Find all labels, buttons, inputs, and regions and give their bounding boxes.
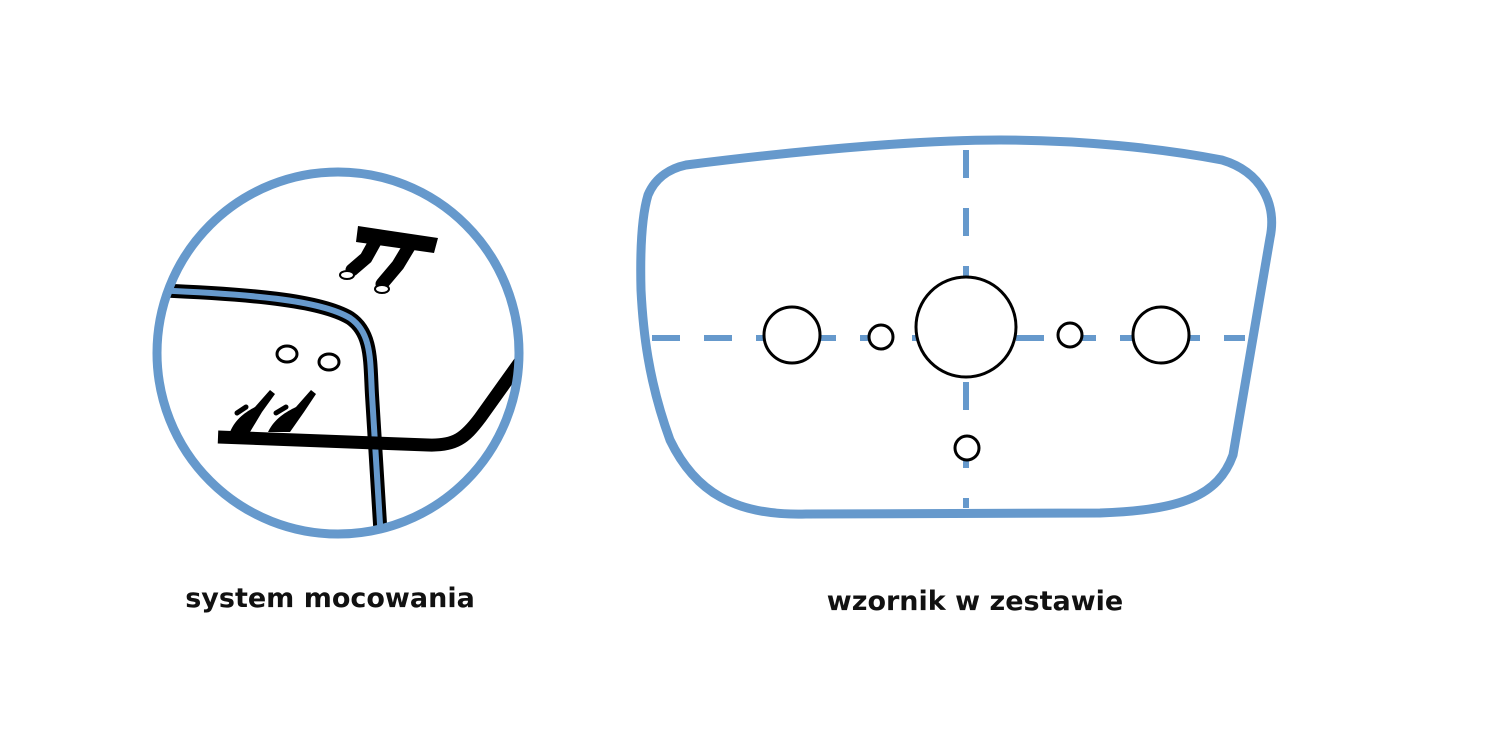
mounting-hole-2: [317, 352, 341, 372]
caption-template: wzornik w zestawie: [826, 586, 1124, 617]
template-hole-right-large: [1131, 305, 1191, 365]
template-hole-left-large: [762, 305, 822, 365]
mounting-hole-1: [275, 344, 299, 364]
template-hole-bottom-small: [953, 434, 981, 462]
upper-clip: [339, 226, 438, 294]
bracket-line: [217, 351, 519, 452]
template-hole-right-small: [1056, 321, 1084, 349]
template-hole-center: [914, 275, 1018, 379]
detail-circle-frame: [152, 167, 524, 539]
mounting-detail: [152, 167, 524, 539]
drilling-template: [636, 135, 1277, 519]
mirror-edge-outer: [157, 283, 388, 534]
caption-mounting-system: system mocowania: [185, 583, 475, 614]
mirror-edge-blue: [157, 287, 384, 534]
template-outline: [636, 135, 1277, 519]
lower-clip: [230, 390, 316, 432]
template-hole-left-small: [867, 323, 895, 351]
mounting-detail-content: [157, 226, 519, 534]
